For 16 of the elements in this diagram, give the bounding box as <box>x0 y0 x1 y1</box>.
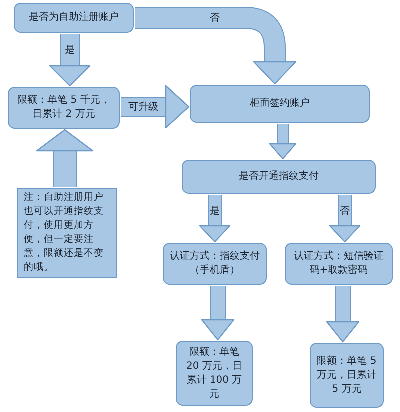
note-callout: 注：自助注册用户也可以开通指纹支付，使用更加方便，但一定要注意，限额还是不变的哦。 <box>17 188 117 278</box>
block-arrow <box>199 195 231 243</box>
block-arrow <box>329 195 361 243</box>
block-arrow <box>201 286 235 341</box>
edge-label: 否 <box>340 204 350 218</box>
edge-label: 否 <box>210 12 220 25</box>
block-arrow <box>326 286 360 343</box>
edge-label: 是 <box>65 44 75 57</box>
block-arrow <box>135 7 297 85</box>
edge-label: 是 <box>210 204 220 218</box>
block-arrow <box>36 129 94 187</box>
edge-label: 可升级 <box>128 100 158 114</box>
block-arrow <box>269 124 297 160</box>
question-box: 是否为自助注册账户 <box>14 3 134 33</box>
block-arrow <box>121 85 190 129</box>
block-arrow <box>49 34 91 87</box>
